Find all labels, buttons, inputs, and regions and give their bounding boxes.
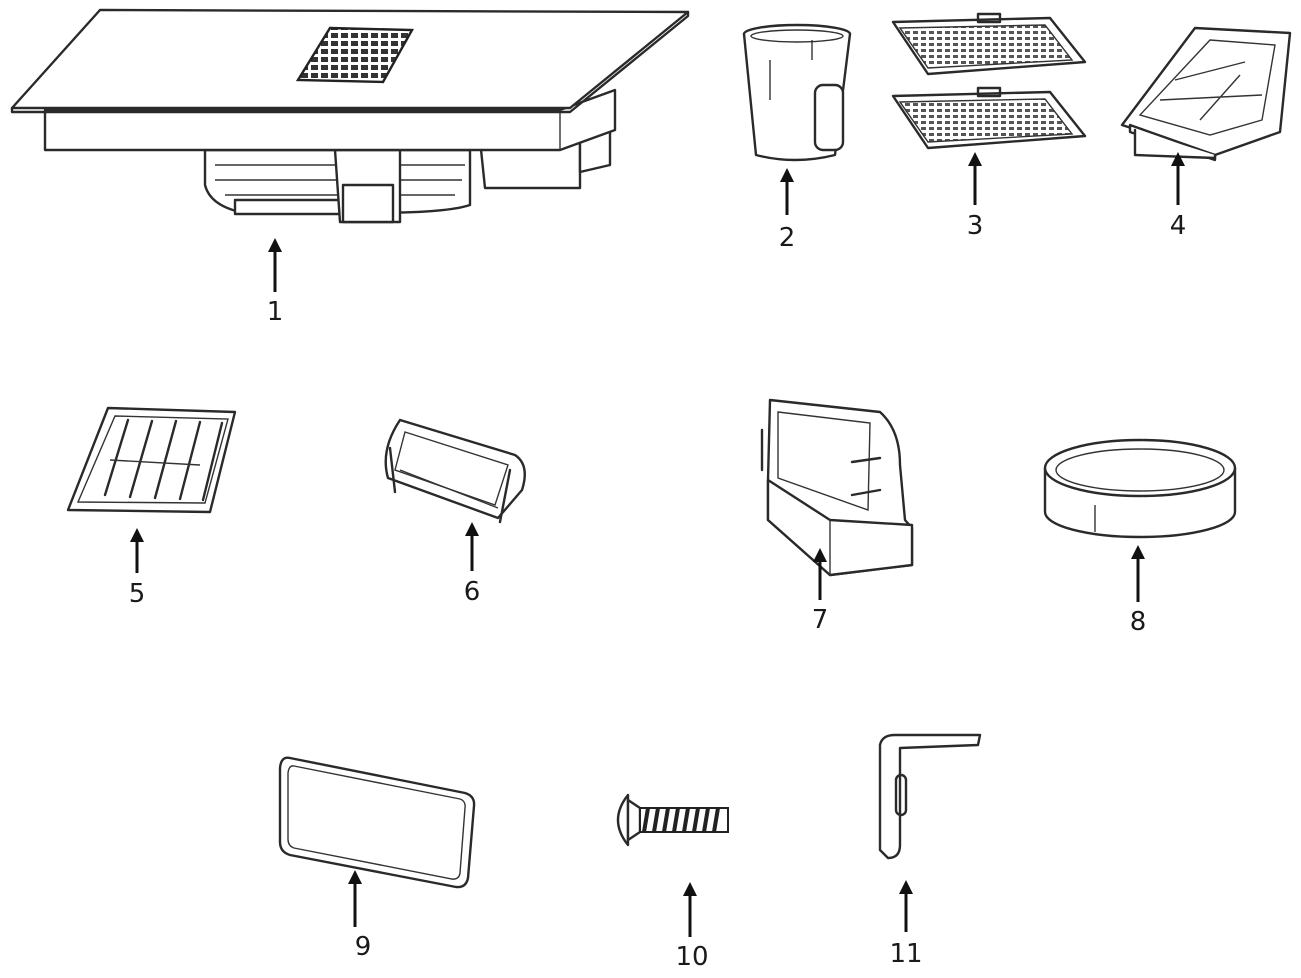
part-11-label: 11	[889, 939, 922, 969]
part-8-ring-illustration	[1043, 438, 1237, 539]
part-6-callout: 6	[464, 577, 481, 607]
part-10-callout: 10	[675, 942, 708, 972]
part-9-callout: 9	[355, 932, 372, 962]
part-5-label: 5	[129, 579, 146, 609]
part-3-filters-illustration	[891, 12, 1087, 150]
part-4-label: 4	[1170, 211, 1187, 241]
part-9-label: 9	[355, 932, 372, 962]
callout-arrow-head	[130, 528, 144, 542]
part-1-hob-illustration	[10, 8, 690, 224]
callout-arrow-head	[780, 168, 794, 182]
part-11-callout: 11	[889, 939, 922, 969]
part-5-callout: 5	[129, 579, 146, 609]
callout-arrow-2	[780, 168, 794, 215]
part-11-bracket-illustration	[878, 733, 982, 860]
callout-arrow-10	[683, 882, 697, 937]
part-8-label: 8	[1130, 607, 1147, 637]
callout-arrow-1	[268, 238, 282, 292]
part-4-callout: 4	[1170, 211, 1187, 241]
callout-arrow-head	[1131, 545, 1145, 559]
callout-arrow-5	[130, 528, 144, 573]
callout-arrow-11	[899, 880, 913, 932]
callout-arrow-head	[683, 882, 697, 896]
callout-arrow-head	[348, 870, 362, 884]
part-9-gasket-illustration	[278, 756, 476, 889]
part-3-callout: 3	[967, 211, 984, 241]
callout-arrow-head	[1171, 152, 1185, 166]
part-2-callout: 2	[779, 223, 796, 253]
arrows-layer	[130, 152, 1185, 937]
part-6-clip-frame-illustration	[384, 418, 526, 524]
part-7-label: 7	[812, 605, 829, 635]
callout-arrow-head	[465, 522, 479, 536]
part-2-label: 2	[779, 223, 796, 253]
part-7-elbow-duct-illustration	[760, 398, 914, 577]
part-1-label: 1	[267, 297, 284, 327]
part-1-callout: 1	[267, 297, 284, 327]
callout-arrow-head	[899, 880, 913, 894]
part-3-label: 3	[967, 211, 984, 241]
callout-arrow-7	[813, 548, 827, 600]
part-4-tray-illustration	[1120, 26, 1292, 162]
part-2-container-illustration	[742, 23, 852, 162]
callout-arrow-head	[968, 152, 982, 166]
part-5-grille-illustration	[66, 406, 237, 514]
callout-arrow-head	[813, 548, 827, 562]
callout-arrow-6	[465, 522, 479, 571]
callout-arrow-head	[268, 238, 282, 252]
part-7-callout: 7	[812, 605, 829, 635]
part-8-callout: 8	[1130, 607, 1147, 637]
part-10-screw-illustration	[616, 793, 729, 847]
callout-arrow-8	[1131, 545, 1145, 602]
callout-arrow-9	[348, 870, 362, 927]
part-10-label: 10	[675, 942, 708, 972]
callout-arrow-3	[968, 152, 982, 205]
part-6-label: 6	[464, 577, 481, 607]
callout-arrow-4	[1171, 152, 1185, 205]
